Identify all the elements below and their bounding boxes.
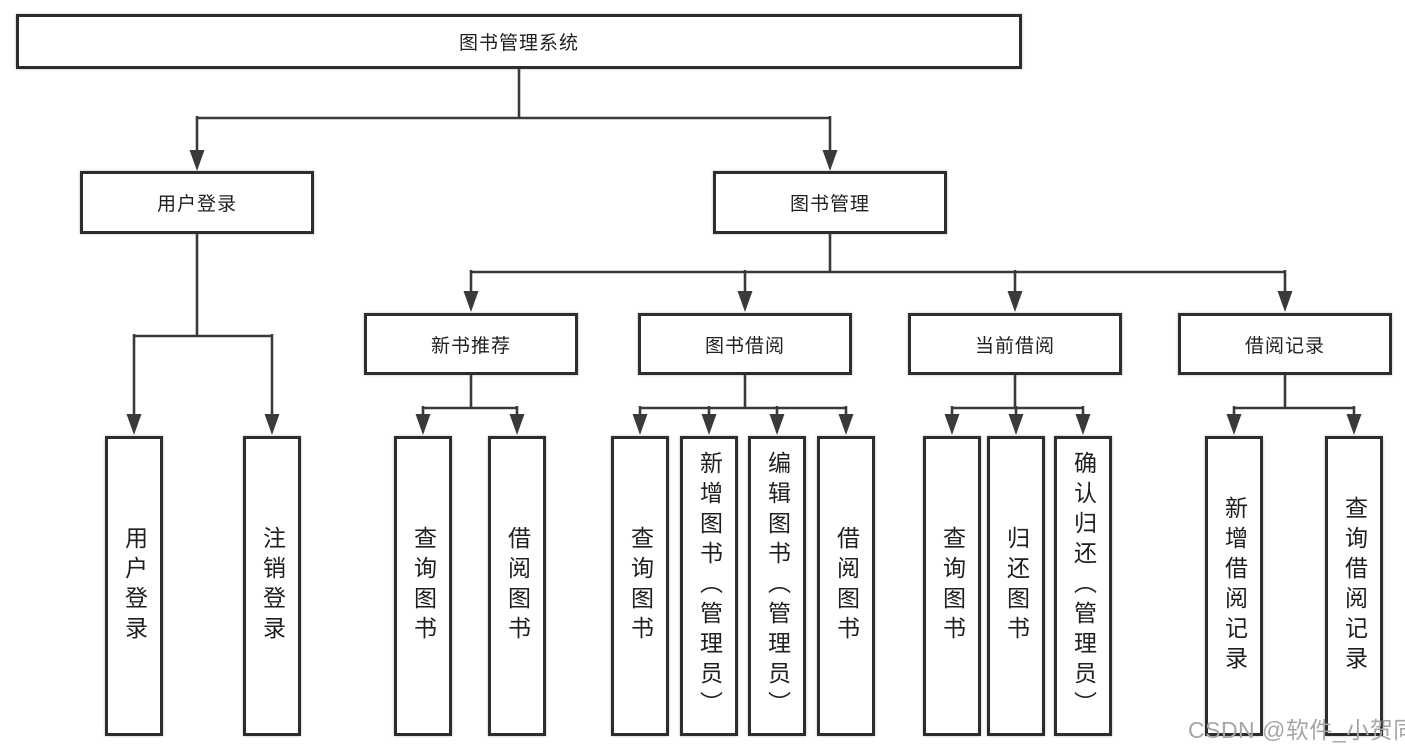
leaf-confirm-return-admin: 确认归还（管理员） [1054,436,1112,736]
leaf-query-books-borrowing: 查询图书 [611,436,669,736]
node-label: 图书管理 [789,194,870,215]
leaf-return-books: 归还图书 [987,436,1045,736]
node-label: 新书推荐 [430,335,511,357]
leaf-label: 新增图书（管理员） [696,451,723,721]
leaf-edit-books-admin: 编辑图书（管理员） [748,436,806,736]
leaf-label: 查询借阅记录 [1341,496,1368,676]
node-label: 图书管理系统 [458,33,579,54]
leaf-label: 借阅图书 [833,526,860,646]
leaf-borrow-books-borrowing: 借阅图书 [817,436,875,736]
leaf-label: 用户登录 [121,526,148,646]
leaf-label: 归还图书 [1003,526,1030,646]
leaf-label: 查询图书 [627,526,654,646]
leaf-add-books-admin: 新增图书（管理员） [680,436,738,736]
leaf-label: 新增借阅记录 [1221,496,1248,676]
connector-current-borrowing-children [944,375,1091,435]
node-label: 借阅记录 [1244,335,1325,357]
connector-book-borrowing-children [632,375,854,435]
leaf-query-borrow-record: 查询借阅记录 [1325,436,1383,736]
leaf-logout: 注销登录 [243,436,301,736]
leaf-label: 确认归还（管理员） [1070,451,1097,721]
leaf-query-books-current: 查询图书 [923,436,981,736]
leaf-borrow-books-recommend: 借阅图书 [488,436,546,736]
leaf-add-borrow-record: 新增借阅记录 [1205,436,1263,736]
node-label: 当前借阅 [974,335,1055,357]
csdn-watermark: CSDN @软件_小贺同学 [1188,717,1405,743]
node-label: 图书借阅 [704,335,785,357]
connector-new-book-children [415,375,525,435]
node-borrowing-records: 借阅记录 [1178,313,1392,375]
node-root: 图书管理系统 [16,14,1022,69]
leaf-label: 查询图书 [939,526,966,646]
node-label: 用户登录 [156,194,237,215]
connector-borrowing-records-children [1226,375,1362,435]
leaf-label: 编辑图书（管理员） [764,451,791,721]
connector-root-to-level2 [189,69,838,171]
node-book-management: 图书管理 [713,171,947,234]
leaf-user-login: 用户登录 [105,436,163,736]
node-user-login: 用户登录 [80,171,314,234]
node-new-book-recommendation: 新书推荐 [364,313,578,375]
leaf-label: 借阅图书 [504,526,531,646]
leaf-query-books-recommend: 查询图书 [394,436,452,736]
node-current-borrowing: 当前借阅 [908,313,1122,375]
connector-book-management-children [463,234,1293,312]
node-book-borrowing: 图书借阅 [638,313,852,375]
leaf-label: 查询图书 [410,526,437,646]
connector-user-login-children [126,234,280,435]
leaf-label: 注销登录 [259,526,286,646]
